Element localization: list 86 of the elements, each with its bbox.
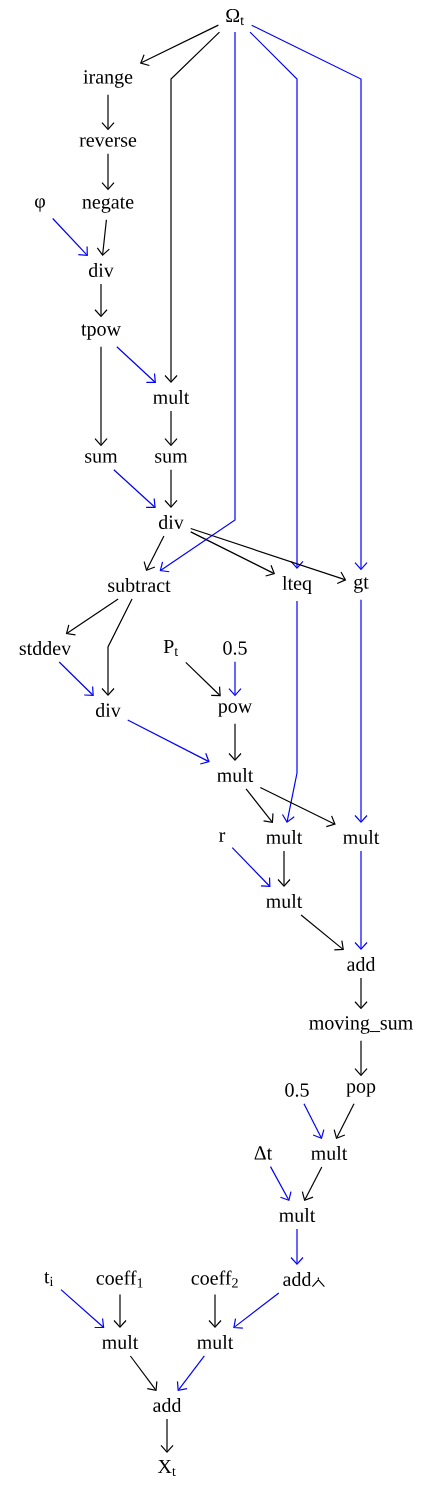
arrow — [96, 219, 110, 257]
arrow — [176, 1355, 205, 1392]
arrow — [190, 531, 276, 577]
arrow — [58, 661, 94, 697]
node-label: t$_{i}$ — [44, 1271, 54, 1287]
node-label: gt — [354, 577, 369, 593]
arrow — [354, 599, 368, 824]
node-label: lteq — [282, 575, 312, 595]
node-label: mult — [266, 894, 303, 909]
node-label: mult — [153, 390, 190, 405]
arrow — [113, 1293, 127, 1329]
arrow — [101, 153, 115, 191]
node-label: 0.5 — [285, 1083, 309, 1097]
node-label: sum — [85, 453, 118, 463]
arrow — [245, 788, 274, 824]
arrow — [290, 1228, 304, 1266]
arrow — [354, 977, 368, 1010]
node-label: mult — [266, 830, 303, 845]
arrow — [94, 283, 108, 318]
arrow — [160, 1418, 174, 1454]
arrow — [127, 719, 210, 765]
arrow — [281, 600, 298, 824]
node-label: stddev — [19, 641, 72, 656]
node-label: mult — [343, 830, 380, 845]
arrow — [185, 661, 221, 697]
node-label: 0.5 — [223, 641, 247, 655]
node-label: mult — [217, 768, 254, 783]
node-label: mult — [311, 1146, 348, 1161]
arrow — [251, 24, 368, 571]
node-label: moving_sum — [309, 1016, 413, 1034]
arrow — [303, 1103, 325, 1140]
node-label: coeff$_{2}$ — [191, 1270, 238, 1288]
arrow — [228, 661, 242, 697]
arrow — [208, 1293, 222, 1329]
node-label: mult — [102, 1335, 139, 1350]
node-label: mult — [197, 1335, 234, 1350]
arrow — [159, 31, 236, 573]
arrow — [277, 850, 291, 888]
node-label: sum — [155, 453, 188, 463]
arrow — [249, 31, 304, 569]
node-label: add — [153, 1398, 182, 1413]
node-label: pow — [218, 703, 253, 717]
arrow — [190, 527, 347, 585]
arrow — [301, 1166, 323, 1202]
node-label: φ — [35, 198, 45, 212]
arrow — [113, 469, 156, 509]
arrow — [231, 847, 271, 888]
node-label: Ω$_{t}$ — [226, 8, 244, 26]
arrow — [101, 94, 115, 131]
node-label: mult — [279, 1208, 316, 1223]
arrow — [129, 1355, 158, 1392]
arrow — [94, 346, 108, 447]
arrow — [116, 346, 156, 384]
node-label: P$_{t}$ — [163, 639, 179, 657]
node-label: add — [283, 1272, 312, 1287]
arrow — [65, 598, 119, 636]
arrow — [233, 1292, 280, 1329]
node-label: div — [88, 263, 114, 278]
arrow — [164, 410, 178, 447]
node-label: irange — [83, 70, 133, 88]
node-label: tpow — [81, 324, 121, 340]
node-label: X$_{t}$ — [157, 1459, 176, 1477]
arrow — [60, 1289, 105, 1329]
node-label: coeff$_{1}$ — [96, 1270, 143, 1288]
node-label: div — [158, 515, 184, 530]
arrow — [139, 24, 219, 67]
node-label: negate — [82, 197, 134, 213]
arrow — [259, 786, 336, 828]
node-label: Δt — [254, 1146, 273, 1160]
node-label: r — [219, 832, 226, 842]
arrow — [269, 1166, 292, 1202]
arrow — [164, 469, 178, 509]
arrow — [333, 1103, 355, 1140]
node-label: reverse — [79, 137, 137, 147]
node-label: add — [347, 957, 376, 972]
arrow — [354, 1040, 368, 1077]
arrow — [164, 31, 221, 384]
arrow — [101, 598, 133, 697]
arrow — [143, 535, 165, 572]
arrow — [228, 723, 242, 762]
node-label: pop — [346, 1083, 376, 1097]
arrow — [354, 850, 368, 951]
arrow — [300, 914, 344, 951]
node-label: div — [95, 703, 121, 718]
arrow — [52, 217, 88, 257]
node-label: subtract — [108, 578, 171, 593]
